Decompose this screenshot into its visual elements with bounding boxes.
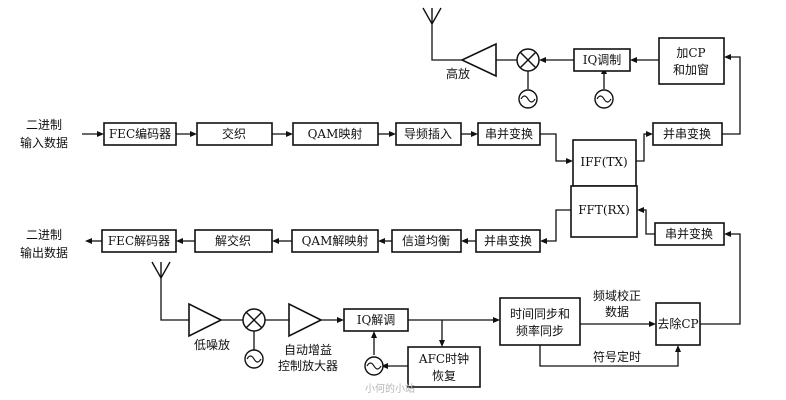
lna-amplifier-icon (188, 302, 223, 338)
fft-label: FFT(RX) (578, 203, 630, 217)
fec-decoder-label: FEC解码器 (108, 234, 170, 248)
interleaver-label: 交织 (222, 126, 246, 141)
tx-parallel-to-serial-block (652, 122, 723, 146)
rx-chain: 二进制 输出数据 FEC解码器 解交织 QAM解映射 信道均衡 并串变换 串并变… (20, 222, 725, 388)
sync-label-line2: 频率同步 (516, 323, 564, 338)
rx-output-label-line1: 二进制 (26, 228, 62, 242)
interleaver-block (196, 122, 273, 146)
channel-equalizer-label: 信道均衡 (402, 234, 450, 248)
fec-decoder-block (101, 229, 177, 253)
deinterleaver-label: 解交织 (215, 233, 251, 248)
afc-block (407, 346, 481, 388)
rx-serial-to-parallel-label: 串并变换 (665, 226, 713, 241)
rx-serial-to-parallel-block (654, 222, 725, 246)
rx-antenna-icon (151, 261, 171, 280)
freq-correction-label-line2: 数据 (605, 304, 629, 319)
power-amplifier-icon (460, 42, 497, 78)
iq-demodulator-label: IQ解调 (357, 313, 396, 327)
sync-label-line1: 时间同步和 (510, 307, 570, 321)
ifft-label: IFF(TX) (580, 155, 627, 169)
rx-local-oscillator-icon (364, 356, 384, 376)
sync-block (499, 297, 581, 346)
rx-mixer-icon (242, 308, 266, 332)
tx-antenna-icon (422, 7, 442, 26)
rx-mixer-oscillator-icon (244, 349, 264, 369)
tx-local-oscillator-2-icon (594, 89, 614, 109)
freq-correction-label-line1: 频域校正 (593, 288, 641, 303)
pilot-insert-label: 导频插入 (404, 127, 452, 141)
add-cp-block (658, 37, 725, 85)
tx-serial-to-parallel-block (477, 122, 541, 146)
tx-mixer-icon (516, 48, 540, 72)
tx-input-label-line1: 二进制 (26, 118, 62, 132)
rx-parallel-to-serial-label: 并串变换 (484, 233, 532, 248)
fec-encoder-label: FEC编码器 (109, 126, 171, 141)
remove-cp-label: 去除CP (657, 316, 698, 331)
iq-modulator-block (573, 48, 631, 72)
symbol-timing-label: 符号定时 (593, 349, 641, 364)
tx-input-label-line2: 输入数据 (20, 135, 68, 150)
agc-label-line2: 控制放大器 (278, 358, 338, 373)
transform-block: IFF(TX) FFT(RX) (570, 139, 638, 238)
iq-modulator-label: IQ调制 (583, 53, 622, 67)
afc-label-line1: AFC时钟 (418, 351, 469, 366)
qam-mapper-label: QAM映射 (308, 126, 363, 141)
rx-output-label-line2: 输出数据 (20, 245, 68, 260)
tx-serial-to-parallel-label: 串并变换 (485, 126, 533, 141)
pilot-insert-block (395, 122, 462, 146)
qam-demapper-block (291, 229, 379, 253)
channel-equalizer-block (391, 229, 462, 253)
fec-encoder-block (103, 122, 177, 146)
tx-parallel-to-serial-label: 并串变换 (663, 126, 711, 141)
power-amplifier-label: 高放 (446, 66, 470, 81)
tx-chain: 二进制 输入数据 FEC编码器 交织 QAM映射 导频插入 串并变换 并串变换 … (20, 7, 725, 150)
add-cp-label-line1: 加CP (676, 46, 705, 60)
agc-amplifier-icon (288, 302, 323, 338)
afc-label-line2: 恢复 (432, 369, 456, 383)
rx-parallel-to-serial-block (475, 229, 541, 253)
qam-demapper-label: QAM解映射 (302, 233, 369, 248)
watermark: 小何的小站 (365, 382, 415, 395)
add-cp-label-line2: 和加窗 (673, 63, 709, 77)
connections (82, 24, 741, 369)
tx-local-oscillator-1-icon (518, 89, 538, 109)
qam-mapper-block (292, 122, 379, 146)
deinterleaver-block (194, 229, 273, 253)
fft-block (570, 185, 638, 238)
iq-demodulator-block (343, 308, 409, 332)
agc-label-line1: 自动增益 (284, 343, 332, 357)
lna-label: 低噪放 (194, 337, 230, 352)
remove-cp-block (655, 302, 701, 346)
